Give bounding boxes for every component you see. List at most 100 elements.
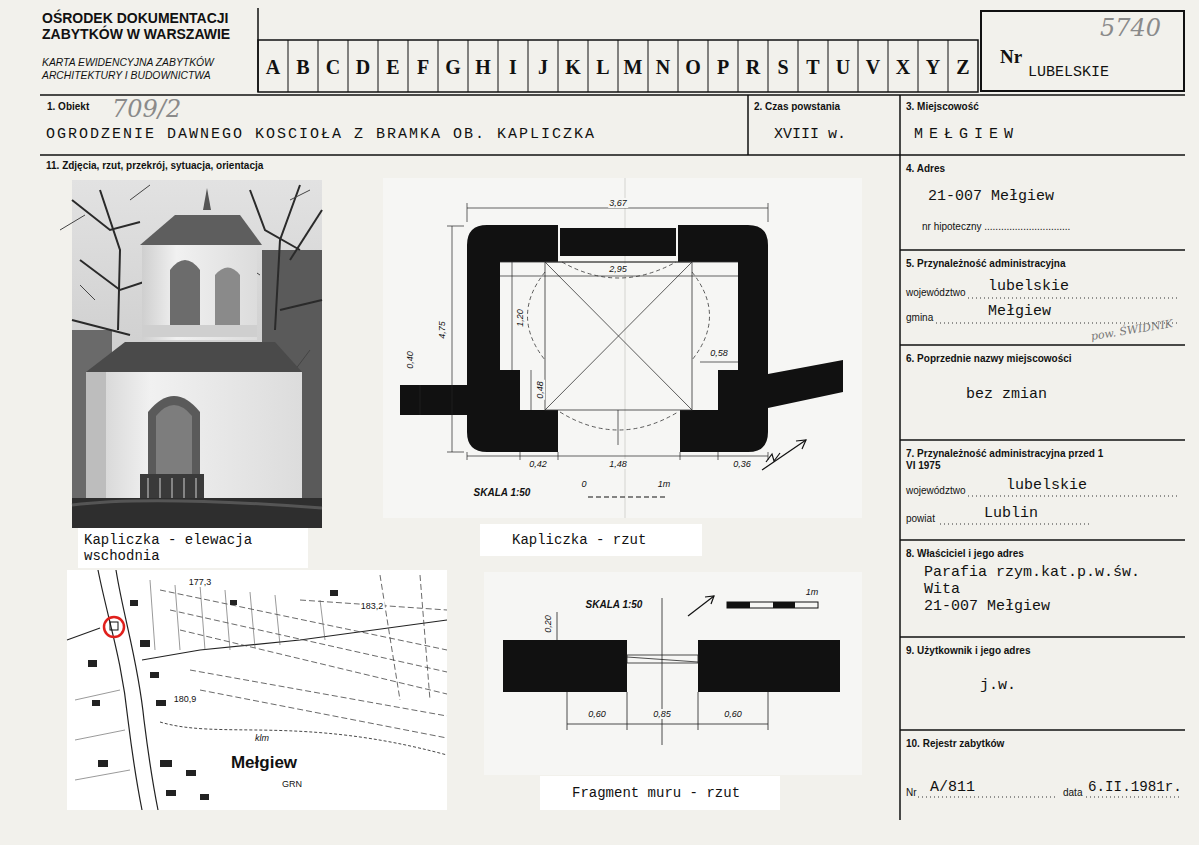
- index-letter: T: [806, 56, 819, 79]
- form-field: 9. Użytkownik i jego adresj.w.: [900, 637, 1185, 730]
- chapel-photo: [60, 180, 322, 528]
- field-value: bez zmian: [966, 386, 1047, 403]
- institution-name: OŚRODEK DOKUMENTACJI ZABYTKÓW W WARSZAWI…: [42, 10, 254, 42]
- field-heading: 4. Adres: [906, 163, 945, 174]
- form-field: 1. Obiekt 709/2OGRODZENIE DAWNEGO KOSCIOŁ…: [40, 95, 748, 155]
- number-box: Nr 5740LUBELSKIE: [980, 10, 1185, 92]
- form-field: 4. Adres 21-007 Mełgiew nr hipoteczny ....…: [900, 155, 1185, 250]
- index-letter: G: [445, 56, 461, 79]
- field-label: województwo: [906, 485, 965, 496]
- form-field: 7. Przynależność administracyjna przed 1…: [900, 440, 1185, 540]
- field-heading: 6. Poprzednie nazwy miejscowości: [906, 353, 1072, 364]
- index-letter: O: [685, 56, 701, 79]
- dimension: 1,20: [515, 308, 525, 328]
- situation-map: [67, 570, 447, 810]
- index-letter: F: [417, 56, 429, 79]
- dimension: 3,67: [608, 198, 628, 208]
- index-letter: X: [896, 56, 910, 79]
- field-heading: 10. Rejestr zabytków: [906, 738, 1004, 749]
- index-letter: N: [656, 56, 670, 79]
- map-label: GRN: [281, 779, 303, 789]
- form-field: 10. Rejestr zabytkówNr A/811 data 6.II.1981…: [900, 730, 1185, 820]
- field-value: Lublin: [984, 505, 1038, 522]
- form-field: 3. MiejscowośćMEŁGIEW: [900, 95, 1185, 155]
- field-note: nr hipoteczny ..........................…: [922, 221, 1070, 232]
- index-letter: C: [326, 56, 340, 79]
- dimension: 0,20: [543, 614, 553, 634]
- caption-box: Kapliczka - rzut: [480, 524, 702, 556]
- field-heading: Nr: [1000, 46, 1022, 68]
- index-letter: I: [509, 56, 517, 79]
- place-name: Mełgiew: [230, 753, 298, 773]
- scale-mark: 1m: [805, 587, 820, 597]
- scale-note: SKALA 1:50: [473, 487, 532, 498]
- index-letter: K: [565, 56, 581, 79]
- field-value: Parafia rzym.kat.p.w.św. Wita: [924, 564, 1152, 598]
- wall-fragment-plan: [484, 572, 862, 775]
- dimension: 0,42: [528, 459, 548, 469]
- index-letter: Z: [956, 56, 969, 79]
- dimension: 0,60: [723, 709, 743, 719]
- map-label: klm: [254, 733, 270, 743]
- dimension: 0,48: [535, 380, 545, 400]
- form-grid: [40, 8, 1185, 820]
- caption: Kapliczka - rzut: [512, 532, 646, 548]
- field-value: MEŁGIEW: [914, 126, 1019, 143]
- index-letter: U: [836, 56, 850, 79]
- field-heading: 5. Przynależność administracyjna: [906, 258, 1066, 269]
- dimension: 4,75: [437, 320, 447, 340]
- dimension: 0,60: [587, 709, 607, 719]
- field-value: 21-007 Mełgiew: [928, 188, 1054, 205]
- field-value: OGRODZENIE DAWNEGO KOSCIOŁA Z BRAMKA OB.…: [46, 126, 596, 143]
- field-value: 6.II.1981r.: [1088, 779, 1182, 795]
- spot-height: 183,2: [360, 601, 385, 611]
- dotted-leaders: [918, 298, 1180, 797]
- dimension: 0,36: [732, 459, 752, 469]
- field-heading: 3. Miejscowość: [906, 101, 979, 112]
- field-heading: 1. Obiekt: [47, 101, 89, 112]
- field-value: XVIII w.: [774, 126, 846, 143]
- dimension: 0,58: [709, 348, 729, 358]
- index-letter: D: [356, 56, 370, 79]
- caption-box: Fragment muru - rzut: [540, 776, 780, 810]
- index-letter: J: [538, 56, 548, 79]
- chapel-plan: [383, 178, 862, 518]
- index-letter: M: [624, 56, 643, 79]
- scale-note: SKALA 1:50: [585, 599, 644, 610]
- field-label: Nr: [906, 787, 917, 798]
- index-letter: S: [777, 56, 788, 79]
- field-value: j.w.: [980, 677, 1016, 694]
- caption: Kapliczka - elewacja wschodnia: [84, 532, 304, 564]
- field-value: lubelskie: [988, 278, 1069, 295]
- dimension: 1,48: [608, 459, 628, 469]
- handwritten-number: 709/2: [112, 95, 181, 123]
- handwritten-number: 5740: [1100, 14, 1161, 42]
- card-type: KARTA EWIDENCYJNA ZABYTKÓW ARCHITEKTURY …: [42, 56, 258, 82]
- index-letter: R: [746, 56, 760, 79]
- field-label: data: [1063, 787, 1082, 798]
- index-letter: A: [266, 56, 280, 79]
- index-letter: Y: [926, 56, 940, 79]
- spot-height: 180,9: [173, 694, 198, 704]
- spot-height: 177,3: [188, 577, 213, 587]
- handwritten-note: pow. ŚWIDNIK: [1090, 317, 1174, 343]
- field-heading: 7. Przynależność administracyjna przed 1…: [906, 448, 1106, 472]
- field-value: A/811: [930, 779, 975, 796]
- dimension: 0,85: [652, 709, 672, 719]
- index-letter: B: [296, 56, 309, 79]
- caption-box: Kapliczka - elewacja wschodnia: [78, 528, 308, 568]
- field-label: województwo: [906, 287, 965, 298]
- header-box: OŚRODEK DOKUMENTACJI ZABYTKÓW W WARSZAWI…: [40, 8, 258, 92]
- form-field: 5. Przynależność administracyjna wojewódz…: [900, 250, 1185, 345]
- caption: Fragment muru - rzut: [572, 785, 740, 801]
- field-value: lubelskie: [1006, 477, 1087, 494]
- field-label: gmina: [906, 312, 933, 323]
- field-value: LUBELSKIE: [1028, 64, 1109, 81]
- scale-mark: 1m: [657, 479, 672, 489]
- form-field: 2. Czas powstaniaXVIII w.: [748, 95, 900, 155]
- index-letter: V: [866, 56, 880, 79]
- index-letter: E: [386, 56, 399, 79]
- field-heading: 8. Właściciel i jego adres: [906, 548, 1024, 559]
- field-label: powiat: [906, 513, 935, 524]
- index-letter: P: [717, 56, 729, 79]
